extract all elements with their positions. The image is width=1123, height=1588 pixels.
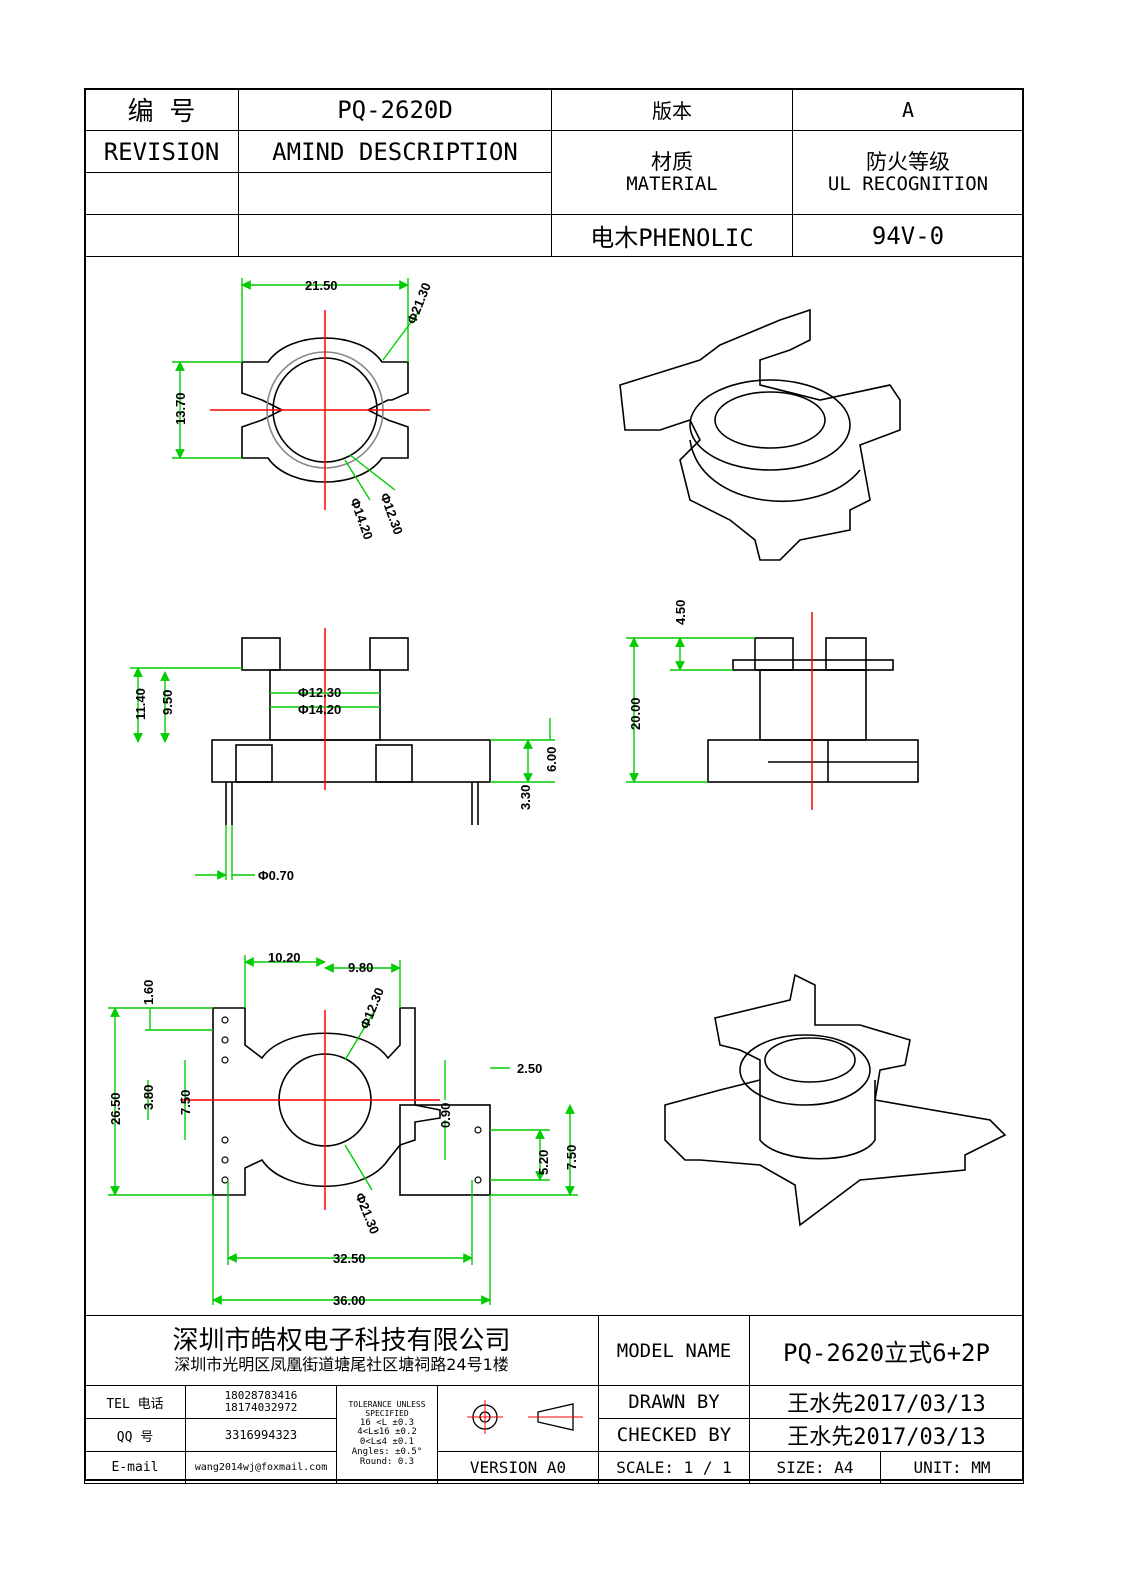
header-title-block: 编 号 PQ-2620D 版本 A REVISION AMIND DESCRIP… <box>84 88 1024 257</box>
tolerance-cell: TOLERANCE UNLESS SPECIFIED 16 <L ±0.3 4<… <box>336 1385 438 1484</box>
dim-side-base: 6.00 <box>544 747 559 772</box>
material-label-en: MATERIAL <box>626 172 718 195</box>
bottom-view <box>212 1007 491 1196</box>
dim-side-pin-dia: Φ0.70 <box>258 868 294 883</box>
unit-text: UNIT: MM <box>880 1451 1024 1484</box>
drawn-label: DRAWN BY <box>598 1385 750 1419</box>
dim-bot-w2: 36.00 <box>333 1293 366 1308</box>
tel-value-2: 18174032972 <box>224 1401 298 1414</box>
footer-title-block: 深圳市皓权电子科技有限公司 深圳市光明区凤凰街道塘尾社区塘祠路24号1楼 MOD… <box>84 1315 1024 1484</box>
dim-side-d1: Φ12.30 <box>298 685 341 700</box>
iso-view-top <box>619 308 901 561</box>
qq-label: QQ 号 <box>84 1418 186 1452</box>
dim-front-height: 20.00 <box>628 697 643 730</box>
qq-value: 3316994323 <box>185 1418 337 1452</box>
dim-bot-total: 26.50 <box>108 1092 123 1125</box>
dim-top-height: 13.70 <box>173 392 188 425</box>
side-view <box>211 637 491 825</box>
dim-bot-right: 9.80 <box>348 960 373 975</box>
dim-bot-p1: 3.80 <box>141 1085 156 1110</box>
dim-bot-h1: 1.60 <box>141 980 156 1005</box>
email-value: wang2014wj@foxmail.com <box>185 1451 337 1484</box>
dim-bot-p2: 7.50 <box>178 1090 193 1115</box>
fire-label-en: UL RECOGNITION <box>827 172 989 195</box>
company-cell: 深圳市皓权电子科技有限公司 深圳市光明区凤凰街道塘尾社区塘祠路24号1楼 <box>84 1315 599 1386</box>
tolerance-title: TOLERANCE UNLESS SPECIFIED <box>348 1399 426 1418</box>
dim-side-d2: Φ14.20 <box>298 702 341 717</box>
projection-symbol <box>437 1385 599 1452</box>
tel-values: 18028783416 18174032972 <box>185 1385 337 1419</box>
tolerance-line-1: 16 <L ±0.3 <box>359 1417 415 1428</box>
dim-bot-w1: 32.50 <box>333 1251 366 1266</box>
company-name: 深圳市皓权电子科技有限公司 <box>172 1325 511 1356</box>
fire-label-cn: 防火等级 <box>866 149 950 174</box>
dim-side-h1: 11.40 <box>133 688 148 720</box>
material-label-cn: 材质 <box>651 149 693 174</box>
fire-label: 防火等级 UL RECOGNITION <box>792 130 1024 215</box>
dim-top-width: 21.50 <box>305 278 338 293</box>
dim-bot-inner: Φ12.30 <box>357 985 387 1031</box>
dim-top-inner1: Φ14.20 <box>347 496 376 542</box>
checked-label: CHECKED BY <box>598 1418 750 1452</box>
fire-value: 94V-0 <box>792 214 1024 257</box>
checked-value: 王水先2017/03/13 <box>749 1418 1024 1452</box>
dim-bot-r3: 7.50 <box>564 1145 579 1170</box>
version-label: 版本 <box>551 88 793 131</box>
size-text: SIZE: A4 <box>749 1451 881 1484</box>
tel-value-1: 18028783416 <box>224 1389 298 1403</box>
dim-bot-gap: 0.90 <box>438 1103 453 1128</box>
rev-cell-2 <box>84 214 239 257</box>
dim-bot-r1: 2.50 <box>517 1061 542 1076</box>
front-view <box>707 637 919 783</box>
version-value: A <box>792 88 1024 131</box>
dimension-lines <box>108 278 755 1305</box>
dim-top-inner2: Φ12.30 <box>377 491 406 537</box>
version-text: VERSION A0 <box>437 1451 599 1484</box>
dim-front-top: 4.50 <box>673 600 688 625</box>
dim-side-pin: 3.30 <box>518 785 533 810</box>
rev-cell-1 <box>84 172 239 215</box>
dim-bot-left: 10.20 <box>268 950 301 965</box>
projection-icon <box>467 1399 583 1434</box>
desc-cell-1 <box>238 172 552 215</box>
model-label: MODEL NAME <box>598 1315 750 1386</box>
material-value: 电木PHENOLIC <box>551 214 793 257</box>
center-lines <box>180 310 813 1210</box>
model-value: PQ-2620立式6+2P <box>749 1315 1024 1386</box>
company-address: 深圳市光明区凤凰街道塘尾社区塘祠路24号1楼 <box>174 1355 509 1375</box>
dim-side-h2: 9.50 <box>160 690 175 715</box>
amind-label: AMIND DESCRIPTION <box>238 130 552 173</box>
dim-bot-r2: 5.20 <box>536 1150 551 1175</box>
desc-cell-2 <box>238 214 552 257</box>
code-value: PQ-2620D <box>238 88 552 131</box>
drawn-value: 王水先2017/03/13 <box>749 1385 1024 1419</box>
dim-bot-outer: Φ21.30 <box>352 1191 382 1237</box>
tolerance-line-3: 0<L≤4 ±0.1 <box>359 1437 415 1448</box>
tolerance-line-2: 4<L≤16 ±0.2 <box>357 1427 417 1438</box>
tel-label: TEL 电话 <box>84 1385 186 1419</box>
scale-text: SCALE: 1 / 1 <box>598 1451 750 1484</box>
email-label: E-mail <box>84 1451 186 1484</box>
tolerance-line-5: Round: 0.3 <box>359 1457 415 1468</box>
tolerance-line-4: Angles: ±0.5° <box>351 1447 423 1458</box>
iso-view-bottom <box>664 973 1007 1227</box>
